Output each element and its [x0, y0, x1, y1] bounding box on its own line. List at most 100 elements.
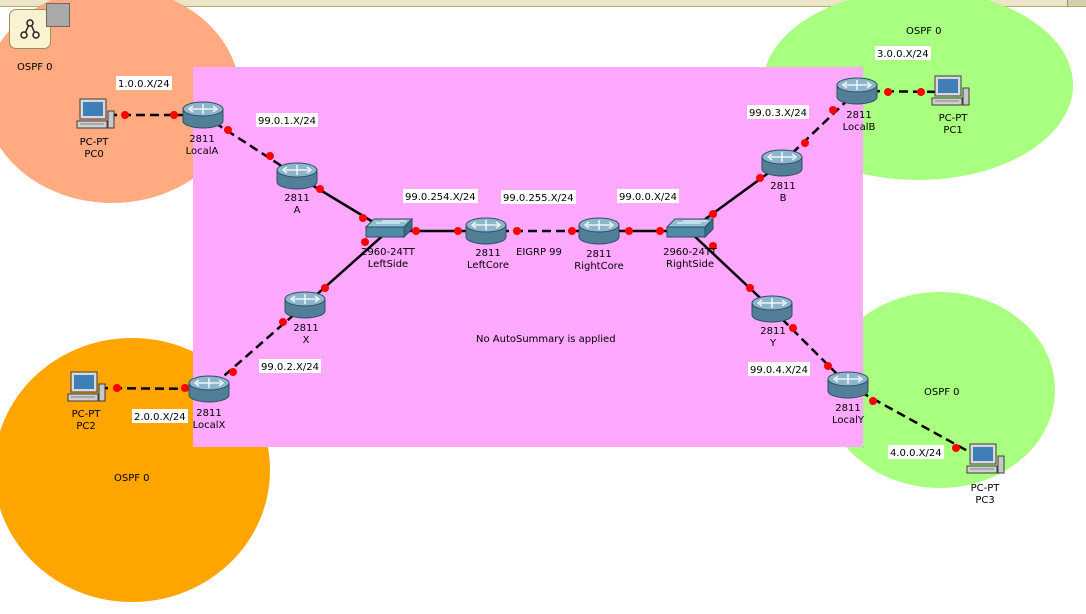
device-model-label: 2960-24TT [361, 247, 416, 258]
port-indicator [625, 227, 633, 235]
subnet-label-box [132, 409, 188, 423]
device-name-label: LocalX [193, 420, 226, 431]
subnet-label-box [747, 105, 809, 119]
ospf-label-pc1: OSPF 0 [906, 26, 942, 37]
link-Y-localY[interactable] [771, 308, 849, 386]
port-indicator [917, 88, 925, 96]
router-Y-icon[interactable] [751, 295, 793, 323]
port-indicator [359, 214, 367, 222]
subnet-label-box [748, 362, 810, 376]
device-model-label: PC-PT [971, 483, 1001, 494]
link-X-localX[interactable] [208, 304, 306, 390]
port-indicator [952, 444, 960, 452]
link-leftSide-X[interactable] [304, 230, 389, 306]
port-indicator [824, 362, 832, 370]
device-name-label: B [780, 193, 787, 204]
port-indicator [869, 397, 877, 405]
device-model-label: PC-PT [80, 137, 110, 148]
device-model-label: 2811 [196, 408, 221, 419]
port-indicator [568, 227, 576, 235]
port-indicator [513, 227, 521, 235]
device-model-label: 2811 [284, 193, 309, 204]
top-bar-button[interactable] [1067, 0, 1086, 6]
device-model-label: 2811 [846, 110, 871, 121]
device-name-label: LocalB [843, 122, 876, 133]
port-indicator [121, 111, 129, 119]
subnet-label-box [617, 189, 679, 203]
ospf-area-pc0 [0, 0, 240, 203]
router-localY-icon[interactable] [827, 371, 869, 399]
router-A-icon[interactable] [276, 162, 318, 190]
ospf-label-pc2: OSPF 0 [114, 473, 150, 484]
switch-rightSide-icon[interactable] [665, 217, 715, 239]
port-indicator [321, 284, 329, 292]
subnet-label-net-2: 2.0.0.X/24 [134, 412, 186, 423]
device-name-label: RightCore [574, 261, 623, 272]
subnet-label-box [256, 113, 318, 127]
device-model-label: 2811 [770, 181, 795, 192]
port-indicator [181, 384, 189, 392]
workspace-top-bar [0, 0, 1086, 7]
subnet-label-net-1: 1.0.0.X/24 [118, 79, 170, 90]
subnet-label-net-99-1: 99.0.1.X/24 [258, 116, 316, 127]
device-name-label: LeftCore [467, 260, 509, 271]
port-indicator [756, 174, 764, 182]
subnet-label-net-99-255: 99.0.255.X/24 [503, 193, 574, 204]
link-B-localB[interactable] [781, 90, 858, 164]
router-X-icon[interactable] [284, 291, 326, 319]
physical-workspace-icon[interactable] [46, 3, 70, 27]
device-name-label: LeftSide [368, 259, 408, 270]
no-autosummary-note: No AutoSummary is applied [476, 334, 616, 345]
pc-pc1-icon[interactable] [931, 75, 970, 106]
device-model-label: PC-PT [72, 409, 102, 420]
port-indicator [709, 242, 717, 250]
port-indicator [884, 88, 892, 96]
link-localY-pc3[interactable] [847, 383, 985, 462]
device-model-label: PC-PT [939, 113, 969, 124]
subnet-label-net-3: 3.0.0.X/24 [877, 49, 929, 60]
subnet-label-net-99-254: 99.0.254.X/24 [405, 192, 476, 203]
device-model-label: 2811 [293, 323, 318, 334]
port-indicator [229, 368, 237, 376]
ospf-label-pc3: OSPF 0 [924, 387, 960, 398]
ospf-label-pc0: OSPF 0 [17, 62, 53, 73]
device-name-label: RightSide [666, 259, 714, 270]
device-model-label: 2811 [475, 248, 500, 259]
router-B-icon[interactable] [761, 149, 803, 177]
logical-workspace-icon[interactable] [9, 9, 51, 49]
device-name-label: PC1 [943, 125, 962, 136]
router-rightCore-icon[interactable] [578, 217, 620, 245]
router-leftCore-icon[interactable] [465, 217, 507, 245]
device-model-label: 2811 [835, 403, 860, 414]
subnet-label-net-4: 4.0.0.X/24 [890, 448, 942, 459]
pc-pc3-icon[interactable] [966, 443, 1005, 474]
subnet-label-box [888, 445, 944, 459]
router-localB-icon[interactable] [836, 77, 878, 105]
pc-pc2-icon[interactable] [67, 371, 106, 402]
device-name-label: LocalA [186, 146, 219, 157]
subnet-label-net-99-2: 99.0.2.X/24 [261, 362, 319, 373]
link-rightSide-Y[interactable] [688, 230, 773, 310]
subnet-label-box [116, 76, 172, 90]
router-localA-icon[interactable] [182, 101, 224, 129]
eigrp-label: EIGRP 99 [516, 247, 562, 258]
ospf-area-pc3 [825, 292, 1055, 488]
port-indicator [279, 318, 287, 326]
router-localX-icon[interactable] [188, 375, 230, 403]
device-name-label: LocalY [832, 415, 865, 426]
port-indicator [656, 227, 664, 235]
port-indicator [746, 284, 754, 292]
device-model-label: 2960-24TT [663, 247, 718, 258]
switch-leftSide-icon[interactable] [364, 217, 414, 239]
port-indicator [266, 152, 274, 160]
port-indicator [170, 111, 178, 119]
device-name-label: PC2 [76, 421, 95, 432]
port-indicator [412, 227, 420, 235]
device-model-label: 2811 [586, 249, 611, 260]
port-indicator [454, 227, 462, 235]
pc-pc0-icon[interactable] [76, 98, 115, 129]
eigrp-area [193, 67, 863, 447]
device-name-label: Y [769, 338, 777, 349]
port-indicator [801, 139, 809, 147]
subnet-label-box [875, 46, 931, 60]
